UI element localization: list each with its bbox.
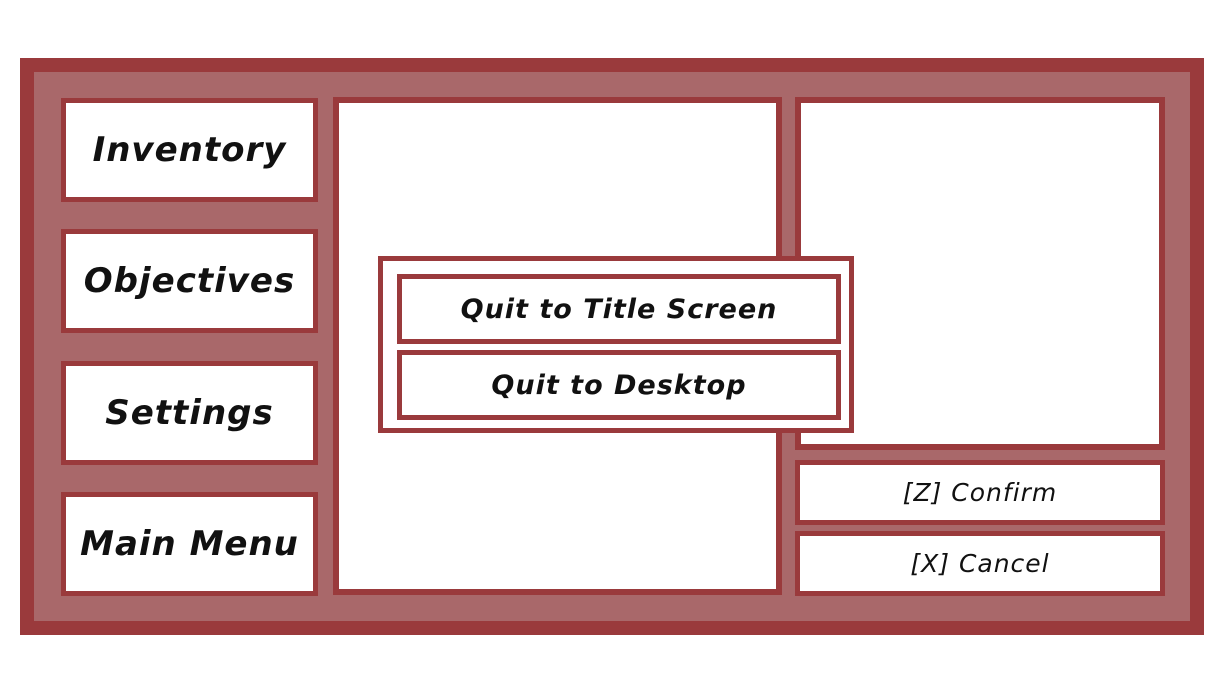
right-detail-panel [795,97,1165,450]
objectives-button[interactable]: Objectives [61,229,318,333]
main-menu-button[interactable]: Main Menu [61,492,318,596]
quit-dialog: Quit to Title Screen Quit to Desktop [378,256,854,433]
confirm-button[interactable]: [Z] Confirm [795,460,1165,525]
objectives-label: Objectives [83,261,296,301]
cancel-button[interactable]: [X] Cancel [795,531,1165,596]
quit-to-title-label: Quit to Title Screen [460,293,778,325]
settings-button[interactable]: Settings [61,361,318,465]
inventory-button[interactable]: Inventory [61,98,318,202]
main-menu-label: Main Menu [80,524,299,564]
cancel-label: [X] Cancel [910,549,1050,578]
quit-to-desktop-button[interactable]: Quit to Desktop [397,350,841,420]
quit-to-title-button[interactable]: Quit to Title Screen [397,274,841,344]
confirm-label: [Z] Confirm [902,478,1058,507]
inventory-label: Inventory [92,130,287,170]
quit-to-desktop-label: Quit to Desktop [491,369,747,401]
settings-label: Settings [105,393,274,433]
